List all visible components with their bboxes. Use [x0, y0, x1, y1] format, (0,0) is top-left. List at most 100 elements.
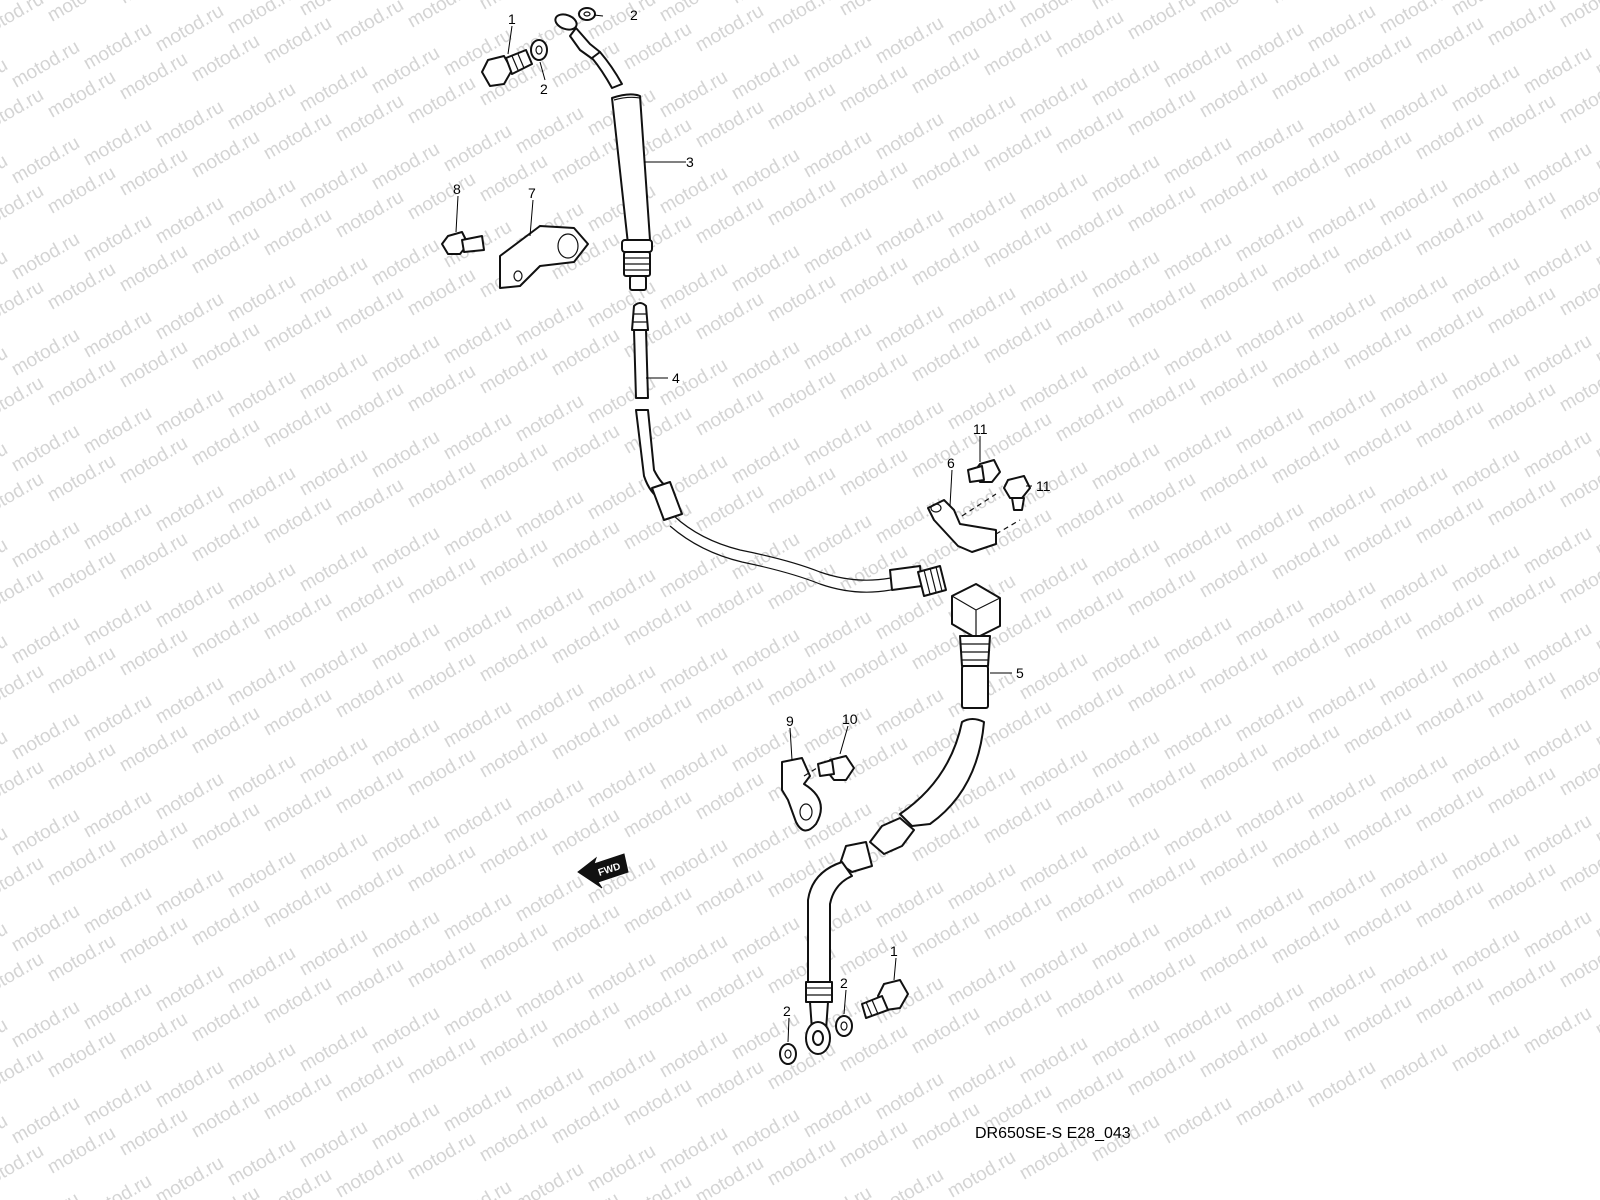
watermark-text: motod.ru — [1412, 589, 1487, 645]
watermark-text: motod.ru — [224, 175, 299, 231]
watermark-text: motod.ru — [1016, 841, 1091, 897]
watermark-text: motod.ru — [116, 913, 191, 969]
callout-label: 11 — [973, 421, 988, 437]
watermark-text: motod.ru — [116, 721, 191, 777]
watermark-text: motod.ru — [260, 493, 335, 549]
watermark-text: motod.ru — [1268, 433, 1343, 489]
watermark-text: motod.ru — [260, 1069, 335, 1125]
gasket-washers — [530, 7, 853, 1065]
watermark-text: motod.ru — [260, 397, 335, 453]
watermark-text: motod.ru — [152, 97, 227, 153]
watermark-text: motod.ru — [512, 679, 587, 735]
watermark-text: motod.ru — [368, 1099, 443, 1155]
watermark-text: motod.ru — [1232, 403, 1307, 459]
watermark-text: motod.ru — [1124, 181, 1199, 237]
watermark-text: motod.ru — [980, 217, 1055, 273]
banjo-bolt-lower — [861, 979, 909, 1019]
watermark-text: motod.ru — [152, 769, 227, 825]
watermark-text: motod.ru — [800, 1183, 875, 1200]
watermark-text: motod.ru — [368, 43, 443, 99]
watermark-text: motod.ru — [1484, 859, 1559, 915]
watermark-text: motod.ru — [188, 319, 263, 375]
watermark-text: motod.ru — [440, 505, 515, 561]
watermark-text: motod.ru — [1088, 1015, 1163, 1071]
watermark-text: motod.ru — [1592, 985, 1600, 1041]
watermark-text: motod.ru — [80, 19, 155, 75]
watermark-text: motod.ru — [1376, 367, 1451, 423]
watermark-text: motod.ru — [872, 1165, 947, 1200]
watermark-text: motod.ru — [44, 835, 119, 891]
watermark-text: motod.ru — [0, 1045, 47, 1101]
watermark-text: motod.ru — [1232, 979, 1307, 1035]
watermark-text: motod.ru — [368, 811, 443, 867]
watermark-text: motod.ru — [656, 835, 731, 891]
watermark-text: motod.ru — [548, 421, 623, 477]
watermark-text: motod.ru — [800, 127, 875, 183]
watermark-text: motod.ru — [1376, 559, 1451, 615]
watermark-text: motod.ru — [548, 805, 623, 861]
watermark-text: motod.ru — [620, 787, 695, 843]
watermark-text: motod.ru — [404, 73, 479, 129]
watermark-text: motod.ru — [188, 703, 263, 759]
watermark-text: motod.ru — [1484, 0, 1559, 50]
watermark-text: motod.ru — [1232, 883, 1307, 939]
watermark-text: motod.ru — [1520, 619, 1595, 675]
watermark-text: motod.ru — [0, 85, 47, 141]
watermark-text: motod.ru — [1196, 259, 1271, 315]
watermark-text: motod.ru — [584, 949, 659, 1005]
watermark-text: motod.ru — [1196, 451, 1271, 507]
watermark-text: motod.ru — [764, 0, 839, 38]
watermark-text: motod.ru — [548, 709, 623, 765]
watermark-text: motod.ru — [224, 463, 299, 519]
watermark-text: motod.ru — [404, 553, 479, 609]
watermark-text: motod.ru — [1556, 361, 1600, 417]
watermark-text: motod.ru — [1412, 877, 1487, 933]
watermark-text: motod.ru — [692, 481, 767, 537]
watermark-text: motod.ru — [800, 511, 875, 567]
clamp-bolt-10 — [817, 755, 855, 781]
watermark-text: motod.ru — [836, 61, 911, 117]
watermark-text: motod.ru — [1160, 613, 1235, 669]
watermark-text: motod.ru — [440, 313, 515, 369]
watermark-text: motod.ru — [620, 307, 695, 363]
watermark-text: motod.ru — [260, 973, 335, 1029]
watermark-text: motod.ru — [8, 229, 83, 285]
watermark-text: motod.ru — [224, 271, 299, 327]
watermark-text: motod.ru — [656, 355, 731, 411]
watermark-text: motod.ru — [1412, 13, 1487, 69]
watermark-text: motod.ru — [368, 523, 443, 579]
watermark-text: motod.ru — [296, 445, 371, 501]
watermark-text: motod.ru — [404, 457, 479, 513]
watermark-text: motod.ru — [980, 697, 1055, 753]
watermark-text: motod.ru — [8, 613, 83, 669]
hose-clamp-upper — [499, 225, 589, 289]
watermark-text: motod.ru — [1556, 73, 1600, 129]
watermark-text: motod.ru — [1520, 715, 1595, 771]
watermark-text: motod.ru — [440, 889, 515, 945]
watermark-text: motod.ru — [80, 115, 155, 171]
watermark-text: motod.ru — [224, 847, 299, 903]
watermark-text: motod.ru — [620, 595, 695, 651]
watermark-text: motod.ru — [656, 1123, 731, 1179]
watermark-text: motod.ru — [296, 253, 371, 309]
watermark-text: motod.ru — [764, 655, 839, 711]
watermark-text: motod.ru — [296, 61, 371, 117]
watermark-text: motod.ru — [512, 1063, 587, 1119]
callout-label: 11 — [1036, 478, 1051, 494]
watermark-text: motod.ru — [1448, 445, 1523, 501]
watermark-text: motod.ru — [368, 331, 443, 387]
watermark-text: motod.ru — [1340, 223, 1415, 279]
watermark-text: motod.ru — [8, 133, 83, 189]
watermark-text: motod.ru — [1124, 0, 1199, 44]
watermark-text: motod.ru — [692, 1153, 767, 1200]
watermark-text: motod.ru — [1016, 169, 1091, 225]
watermark-text: motod.ru — [692, 1057, 767, 1113]
watermark-text: motod.ru — [0, 949, 47, 1005]
watermark-text: motod.ru — [1016, 265, 1091, 321]
callout-label: 7 — [528, 185, 536, 201]
watermark-text: motod.ru — [548, 997, 623, 1053]
watermark-text: motod.ru — [332, 283, 407, 339]
watermark-text: motod.ru — [800, 607, 875, 663]
watermark-text: motod.ru — [224, 1135, 299, 1191]
watermark-text: motod.ru — [1304, 97, 1379, 153]
